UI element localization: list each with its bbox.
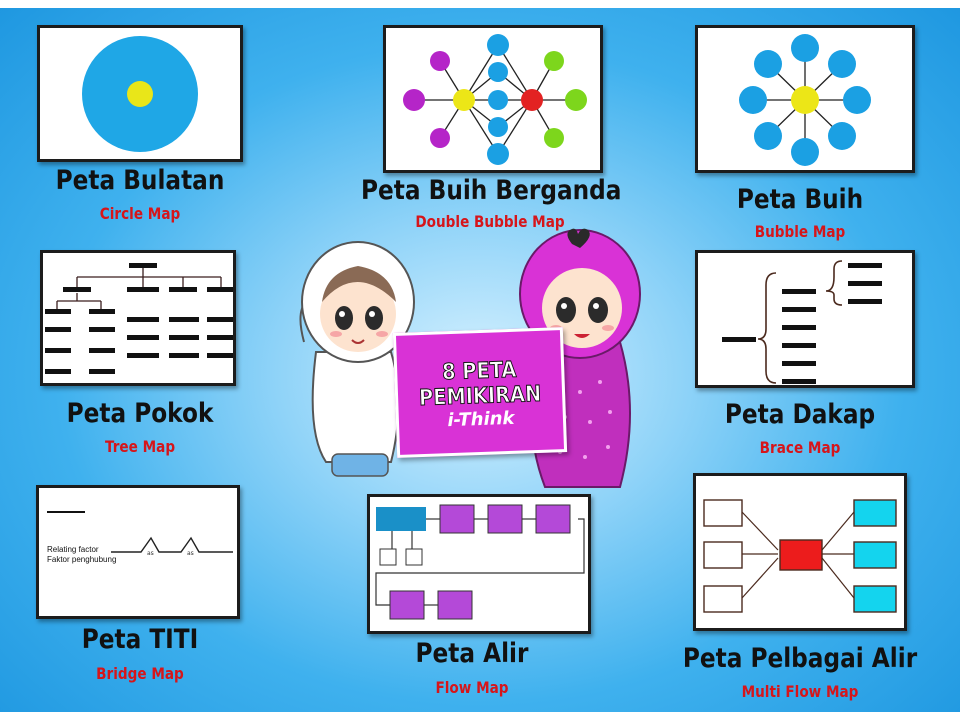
bridge-map-top-bar: [47, 511, 85, 513]
flow-map-connectors: [375, 518, 585, 606]
flow-map-blue-step: [376, 507, 426, 531]
bubble-map-diagram: [739, 34, 871, 166]
flow-map-title: Peta Alir: [415, 638, 529, 669]
character-left: [299, 241, 415, 477]
bubble-map-outer-4: [828, 122, 856, 150]
double-bubble-purple-left-bottom: [430, 128, 450, 148]
bridge-map-faktor-penghubung: Faktor penghubung: [47, 555, 116, 564]
circle-map-card: [37, 25, 243, 162]
double-bubble-map-diagram: [403, 34, 587, 165]
double-bubble-red-center: [521, 89, 543, 111]
double-bubble-map-title: Peta Buih Berganda: [361, 175, 622, 206]
flow-map-substep-1: [379, 548, 397, 566]
double-bubble-blue-1: [487, 34, 509, 56]
double-bubble-blue-5: [487, 143, 509, 165]
bridge-map-title: Peta TITI: [81, 624, 199, 655]
double-bubble-yellow-center: [453, 89, 475, 111]
multi-flow-map-card: [693, 473, 907, 631]
circle-map-inner-circle: [127, 81, 153, 107]
brace-map-diagram: [722, 260, 882, 384]
double-bubble-green-right-bottom: [544, 128, 564, 148]
tree-map-connectors: [56, 267, 222, 309]
brace-map-subtitle: Brace Map: [759, 438, 841, 457]
double-bubble-blue-2: [488, 62, 508, 82]
double-bubble-green-right-top: [544, 51, 564, 71]
double-bubble-green-right-mid: [565, 89, 587, 111]
multi-flow-map-diagram: [703, 499, 897, 613]
multi-flow-event: [779, 539, 823, 571]
multi-flow-cause-3: [703, 585, 743, 613]
double-bubble-blue-4: [488, 117, 508, 137]
tree-map-bars: [45, 263, 233, 374]
brace-map-bars: [722, 263, 882, 384]
double-bubble-blue-3: [488, 90, 508, 110]
bridge-map-line: [111, 536, 233, 553]
center-sign: 8 PETA PEMIKIRAN i-Think: [392, 327, 568, 458]
bridge-map-subtitle: Bridge Map: [96, 664, 184, 683]
flow-map-purple-step-5: [437, 590, 473, 620]
multi-flow-effect-3: [853, 585, 897, 613]
bubble-map-outer-2: [828, 50, 856, 78]
bubble-map-subtitle: Bubble Map: [754, 222, 846, 241]
brace-map-card: [695, 250, 915, 388]
tree-map-card: [40, 250, 236, 386]
double-bubble-map-subtitle: Double Bubble Map: [415, 212, 565, 231]
bridge-map-relating-factor: Relating factor: [47, 545, 99, 554]
bridge-map-diagram: as as Relating factor Faktor penghubung: [47, 511, 233, 564]
flow-map-purple-step-4: [389, 590, 425, 620]
bubble-map-card: [695, 25, 915, 173]
multi-flow-map-title: Peta Pelbagai Alir: [682, 643, 918, 674]
bubble-map-outer-1: [791, 34, 819, 62]
multi-flow-effect-2: [853, 541, 897, 569]
brace-map-braces: [757, 260, 843, 384]
flow-map-diagram: [375, 504, 585, 620]
flow-map-purple-step-2: [487, 504, 523, 534]
flow-map-substep-2: [405, 548, 423, 566]
bridge-map-card: as as Relating factor Faktor penghubung: [36, 485, 240, 619]
flow-map-purple-step-1: [439, 504, 475, 534]
double-bubble-map-card: [383, 25, 603, 173]
circle-map-diagram: [82, 36, 198, 152]
brace-map-title: Peta Dakap: [724, 399, 876, 430]
bubble-map-title: Peta Buih: [736, 184, 864, 215]
bubble-map-center: [791, 86, 819, 114]
dress-dots: [558, 380, 612, 459]
multi-flow-effect-1: [853, 499, 897, 527]
tree-map-title: Peta Pokok: [66, 398, 214, 429]
double-bubble-purple-left-mid: [403, 89, 425, 111]
bubble-map-outer-8: [754, 50, 782, 78]
double-bubble-purple-left-top: [430, 51, 450, 71]
bubble-map-outer-6: [754, 122, 782, 150]
tree-map-subtitle: Tree Map: [104, 437, 176, 456]
multi-flow-connectors: [741, 511, 855, 599]
flow-map-card: [367, 494, 591, 634]
circle-map-subtitle: Circle Map: [99, 204, 181, 223]
multi-flow-cause-2: [703, 541, 743, 569]
flow-map-purple-step-3: [535, 504, 571, 534]
bubble-map-outer-3: [843, 86, 871, 114]
sign-line-2: PEMIKIRAN: [418, 381, 542, 412]
multi-flow-map-subtitle: Multi Flow Map: [741, 682, 859, 701]
flow-map-subtitle: Flow Map: [435, 678, 509, 697]
multi-flow-cause-1: [703, 499, 743, 527]
bubble-map-outer-5: [791, 138, 819, 166]
bridge-map-hump-label-1: as: [147, 550, 154, 557]
bridge-map-hump-label-2: as: [187, 550, 194, 557]
circle-map-title: Peta Bulatan: [55, 165, 225, 196]
bubble-map-outer-7: [739, 86, 767, 114]
tree-map-diagram: [45, 263, 233, 374]
